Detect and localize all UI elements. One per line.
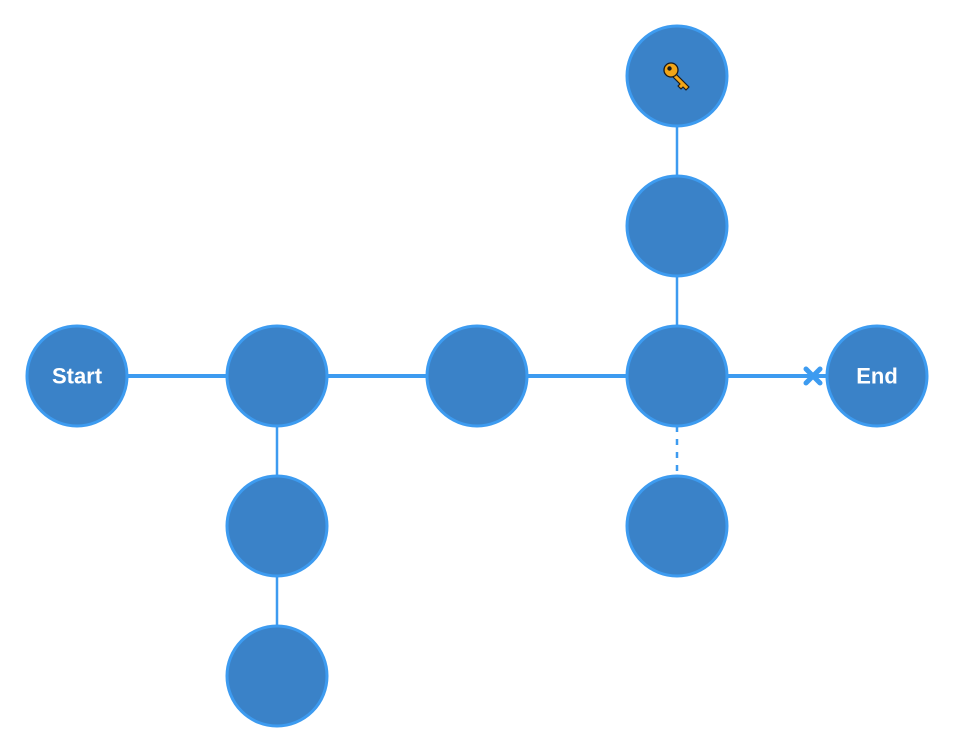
node-n7[interactable] bbox=[625, 474, 729, 578]
nodes-layer: Start End bbox=[25, 24, 929, 728]
node-n2[interactable] bbox=[425, 324, 529, 428]
cross-icon bbox=[803, 366, 823, 386]
node-key[interactable] bbox=[625, 24, 729, 128]
node-start[interactable]: Start bbox=[25, 324, 129, 428]
key-icon bbox=[663, 62, 690, 91]
node-n1[interactable] bbox=[225, 324, 329, 428]
node-label: Start bbox=[52, 364, 103, 389]
node-end[interactable]: End bbox=[825, 324, 929, 428]
node-label: End bbox=[856, 364, 898, 389]
node-n9[interactable] bbox=[225, 624, 329, 728]
edges-layer bbox=[127, 126, 827, 626]
node-n3[interactable] bbox=[625, 324, 729, 428]
node-n8[interactable] bbox=[225, 474, 329, 578]
node-n5[interactable] bbox=[625, 174, 729, 278]
